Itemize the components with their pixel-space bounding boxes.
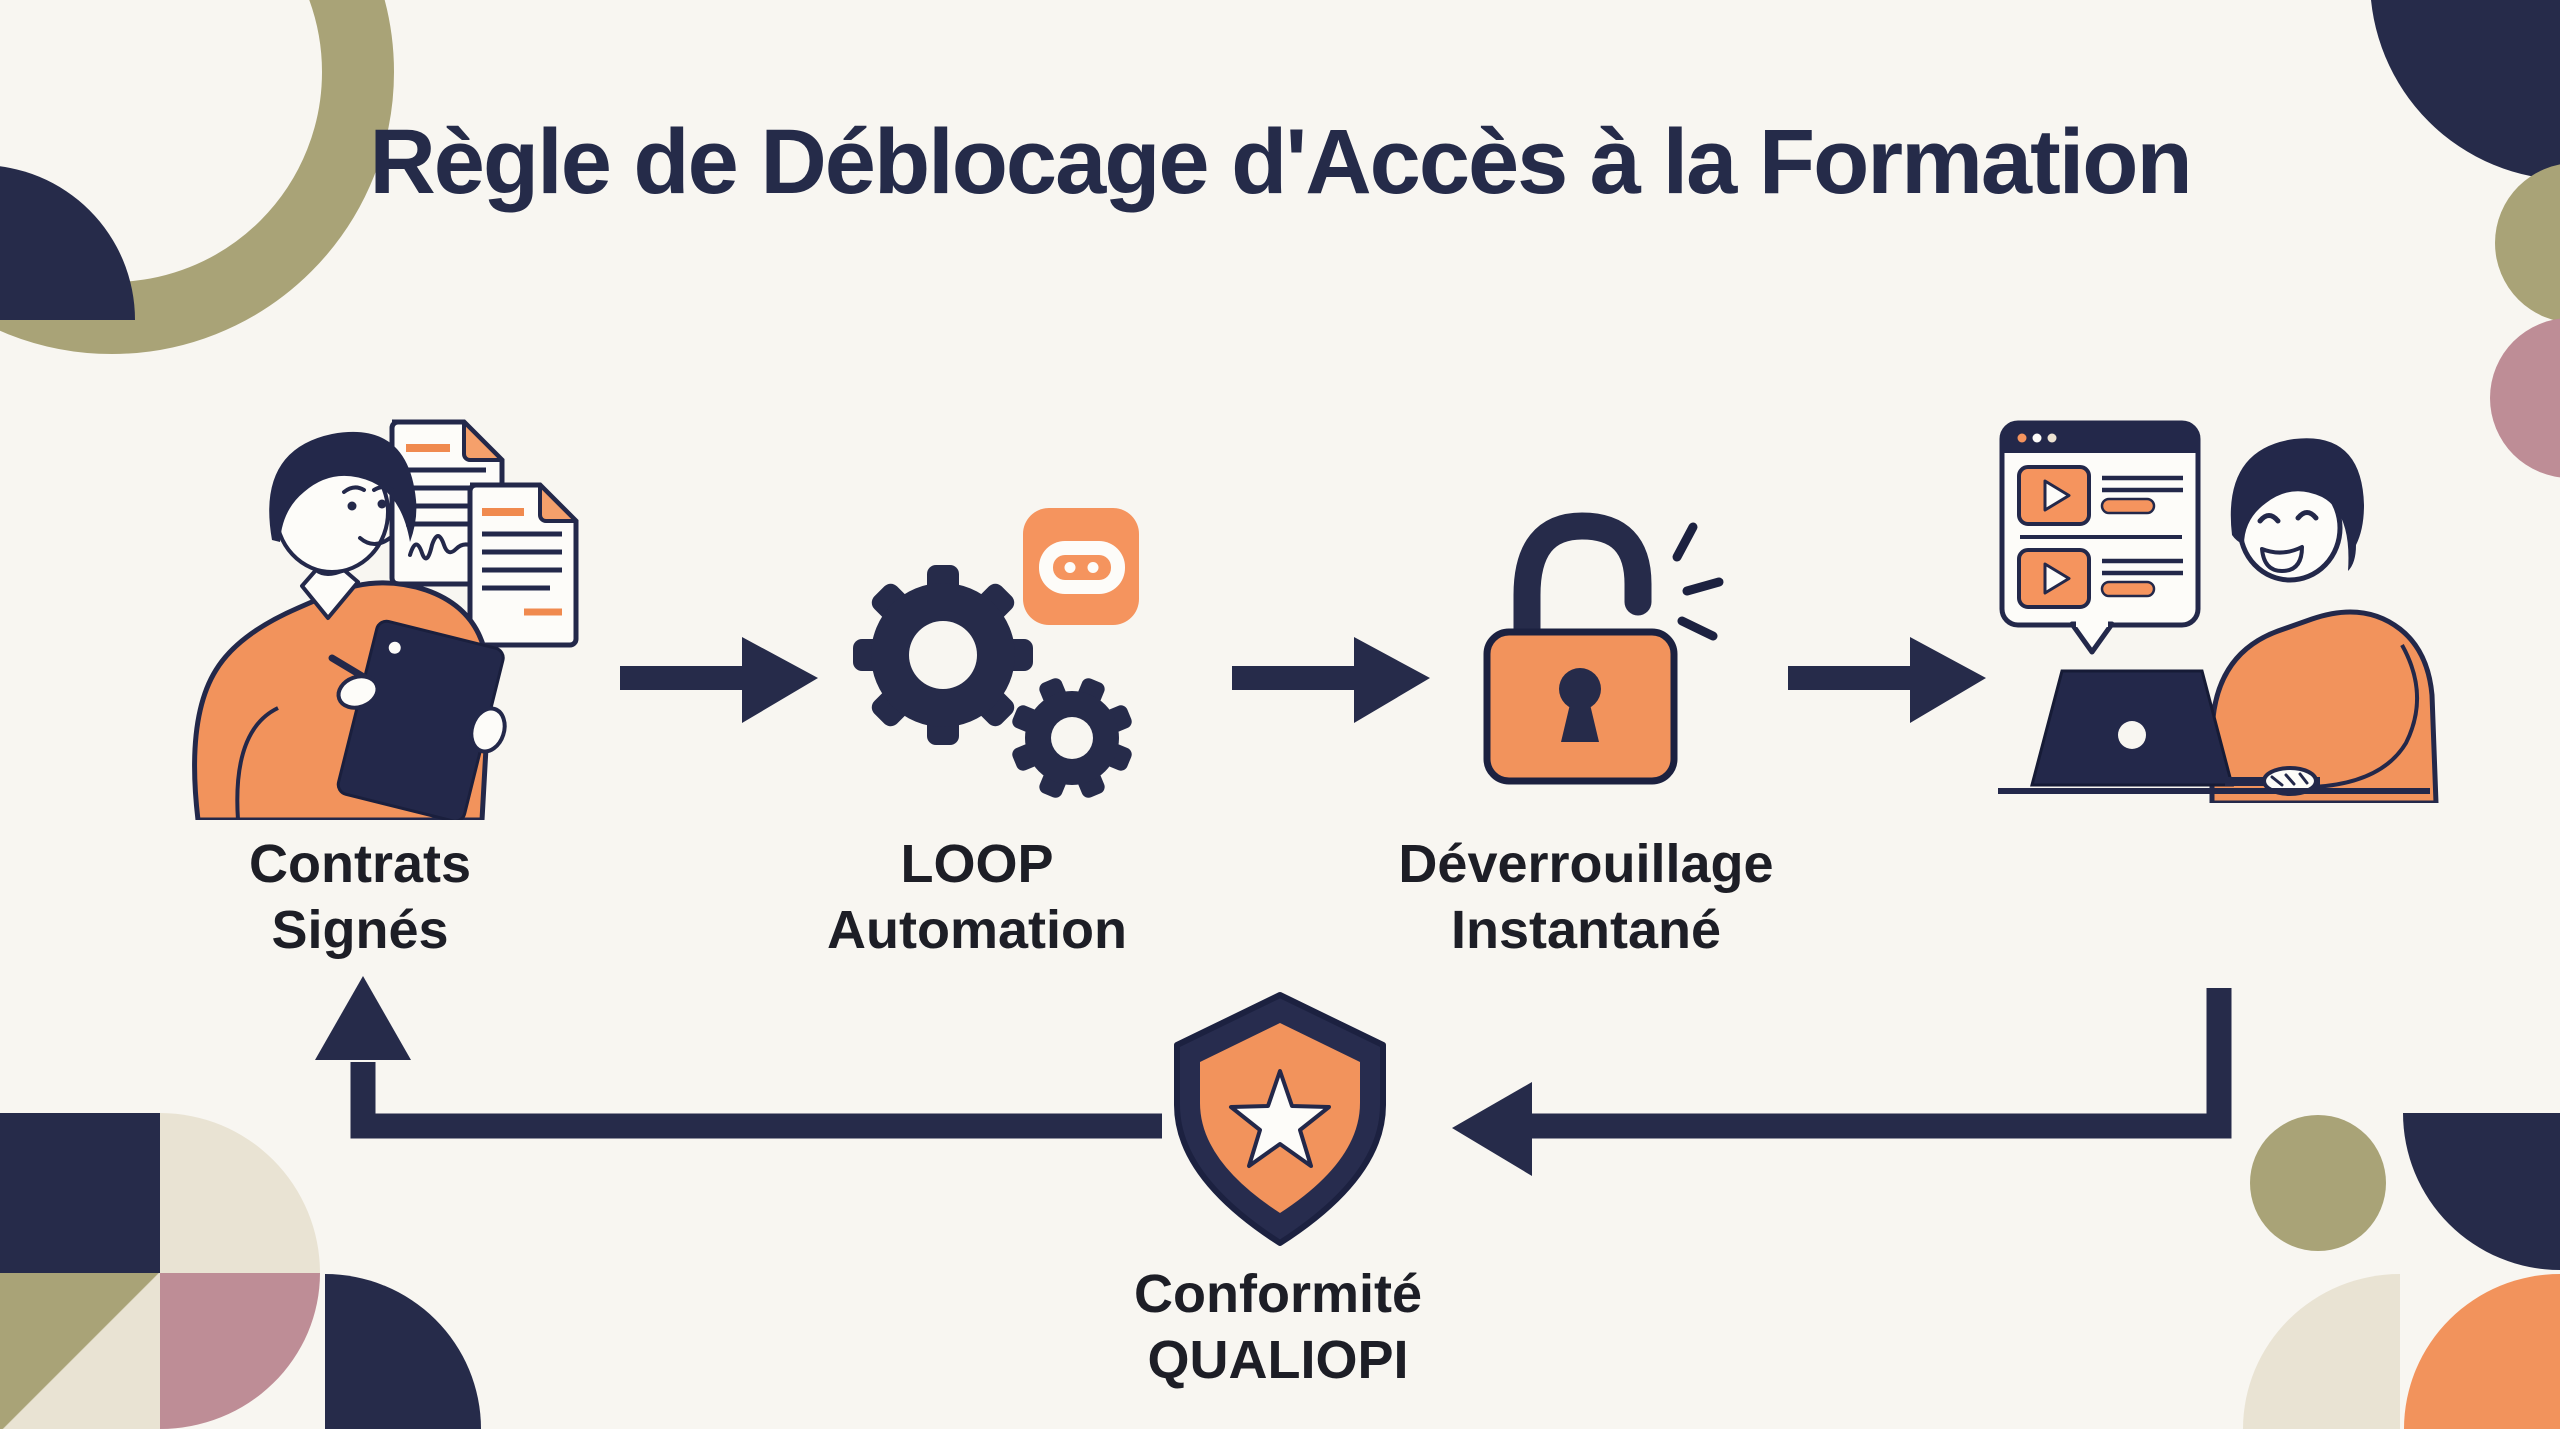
arrow-left-head <box>1452 1082 1532 1176</box>
label-line: Contrats <box>248 834 472 894</box>
qualiopi-shield-icon <box>1174 992 1386 1246</box>
step-deverrouillage <box>1430 490 1750 820</box>
decor-bottom-right-olive-circle <box>2250 1115 2386 1251</box>
unlocked-padlock-icon <box>1483 512 1724 785</box>
label-line: LOOP <box>900 834 1054 894</box>
label-loop-automation: LOOP Automation <box>827 832 1127 964</box>
step-conformite-qualiopi <box>1120 985 1420 1270</box>
decor-bottom-left-diagonal-square <box>0 1273 160 1429</box>
star-icon <box>1229 1069 1331 1168</box>
step-acces-formation <box>1960 393 2450 806</box>
learner-laptop-courses-icon <box>1998 420 2439 806</box>
label-line: Conformité <box>1134 1264 1422 1324</box>
arrow-right-3 <box>1788 637 1986 723</box>
label-contrats-signes: Contrats Signés <box>249 832 471 964</box>
label-deverrouillage: Déverrouillage Instantané <box>1398 832 1773 964</box>
return-line-right <box>1532 988 2232 1139</box>
label-line: Instantané <box>1450 899 1722 960</box>
small-gear-icon <box>1012 678 1132 798</box>
label-conformite-qualiopi: Conformité QUALIOPI <box>1134 1262 1422 1394</box>
click-sparks-icon <box>1672 522 1724 641</box>
page-title: Règle de Déblocage d'Accès à la Formatio… <box>369 110 2192 213</box>
return-line-left <box>350 1062 1162 1139</box>
robot-app-icon <box>1023 508 1139 625</box>
arrow-right-2 <box>1232 637 1430 723</box>
label-line: QUALIOPI <box>1147 1329 1409 1390</box>
arrow-right-1 <box>620 637 818 723</box>
large-gear-icon <box>853 565 1033 745</box>
gears-automation-icon <box>853 508 1139 798</box>
decor-bottom-left-navy-square <box>0 1113 160 1273</box>
label-line: Signés <box>271 899 449 960</box>
label-line: Déverrouillage <box>1398 834 1774 894</box>
step-contrats-signes <box>120 400 600 823</box>
step-loop-automation <box>820 470 1200 830</box>
arrow-up-head <box>315 976 411 1060</box>
label-line: Automation <box>827 899 1127 960</box>
person-signing-contract-icon <box>192 419 579 823</box>
